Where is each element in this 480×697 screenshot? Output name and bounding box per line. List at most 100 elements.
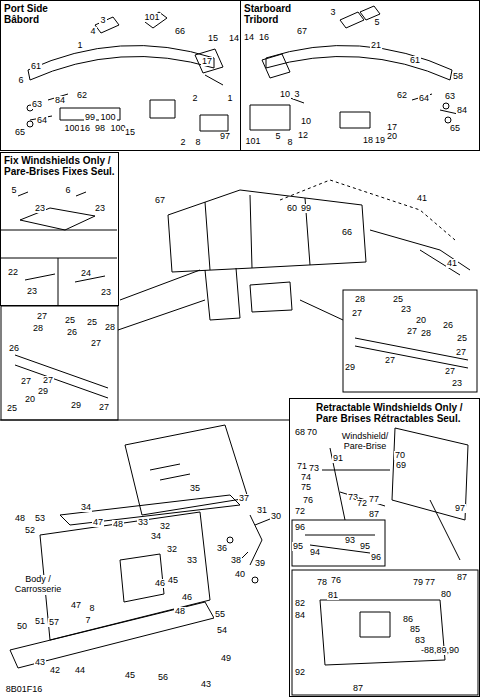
callout-number: 22 [7,268,19,277]
callout-number: 94 [309,548,321,557]
callout-number: 91 [332,454,344,463]
callout-number: 35 [189,484,201,493]
callout-number: 43 [34,658,46,667]
callout-number: 23 [34,204,46,213]
callout-number: 4 [89,27,96,36]
callout-number: 34 [80,503,92,512]
callout-number: 61 [409,56,421,65]
callout-number: 71 [296,462,308,471]
callout-number: 8 [88,604,95,613]
callout-number: 43 [200,680,212,689]
callout-number: 1 [76,41,83,50]
callout-number: 58 [452,72,464,81]
callout-number: 100 [99,113,116,122]
callout-number: 84 [456,106,468,115]
callout-number: 25 [64,316,76,325]
callout-number: 10 [300,117,312,126]
section-heading: Retractable Windshields Only / Pare Bris… [316,402,476,424]
callout-number: 97 [219,132,231,141]
callout-number: 27 [384,356,396,365]
callout-number: 55 [214,610,226,619]
callout-number: 25 [86,318,98,327]
callout-number: 54 [216,626,228,635]
callout-number: 37 [238,494,250,503]
callout-number: 26 [66,328,78,337]
callout-number: 17 [386,123,398,132]
callout-number: 67 [296,27,308,36]
callout-number: 66 [341,228,353,237]
callout-number: 42 [49,666,61,675]
callout-number: 57 [48,618,60,627]
callout-number: 33 [186,556,198,565]
callout-number: 27 [455,348,467,357]
callout-number: 72 [356,499,368,508]
callout-number: 23 [94,204,106,213]
body-illustration [10,425,275,668]
callout-number: 20 [24,395,36,404]
windshield-assembly [118,180,470,330]
callout-number: 6 [17,76,24,85]
callout-number: 6 [64,186,71,195]
port-frame [27,12,228,131]
callout-number: 48 [174,607,186,616]
callout-number: 78 [316,578,328,587]
callout-number: 93 [344,536,356,545]
callout-number: 32 [159,522,171,531]
callout-number: 3 [293,90,300,99]
callout-number: 8 [194,138,201,147]
detail-frame [292,570,478,695]
callout-number: 84 [54,96,66,105]
section-heading: Port Side Bâbord [4,3,60,25]
callout-number: 27 [90,339,102,348]
callout-number: 36 [216,544,228,553]
callout-number: 101 [143,13,160,22]
callout-number: 83 [414,636,426,645]
callout-number: 65 [14,128,26,137]
callout-number: 98 [94,124,106,133]
callout-number: 87 [368,510,380,519]
fix-detail [18,192,105,282]
callout-number: 62 [76,91,88,100]
callout-number: 63 [444,92,456,101]
callout-number: 33 [137,518,149,527]
callout-number: 95 [292,542,304,551]
callout-number: 23 [26,287,38,296]
callout-number: 99 [300,204,312,213]
callout-number: 28 [32,324,44,333]
callout-number: 65 [449,124,461,133]
callout-number: 8B01F16 [5,685,44,694]
callout-number: 17 [201,57,213,66]
callout-number: Body / Carrosserie [6,575,70,595]
callout-number: 73 [308,464,320,473]
callout-number: 3 [329,8,336,17]
callout-number: 28 [104,323,116,332]
callout-number: 3 [99,16,106,25]
callout-number: 29 [37,387,49,396]
callout-number: 70 [306,428,318,437]
callout-number: 64 [418,94,430,103]
detail-frame [343,290,477,392]
callout-number: 14 [228,34,240,43]
callout-number: 25 [6,404,18,413]
callout-number: 24 [80,269,92,278]
callout-number: 40 [234,570,246,579]
callout-number: 10 [279,90,291,99]
callout-number: 66 [174,27,186,36]
callout-number: 28 [354,295,366,304]
callout-number: 96 [370,553,382,562]
callout-number: 68 [294,428,306,437]
callout-number: 60 [286,204,298,213]
callout-number: 86 [402,615,414,624]
callout-number: 39 [254,559,266,568]
callout-number: 96 [294,523,306,532]
callout-number: 41 [446,259,458,268]
callout-number: 61 [30,62,42,71]
callout-number: 48 [112,520,124,529]
callout-number: 15 [207,34,219,43]
callout-number: 49 [220,654,232,663]
callout-number: 23 [400,305,412,314]
callout-number: 16 [258,33,270,42]
callout-number: 84 [294,611,306,620]
detail-frame [1,306,118,420]
